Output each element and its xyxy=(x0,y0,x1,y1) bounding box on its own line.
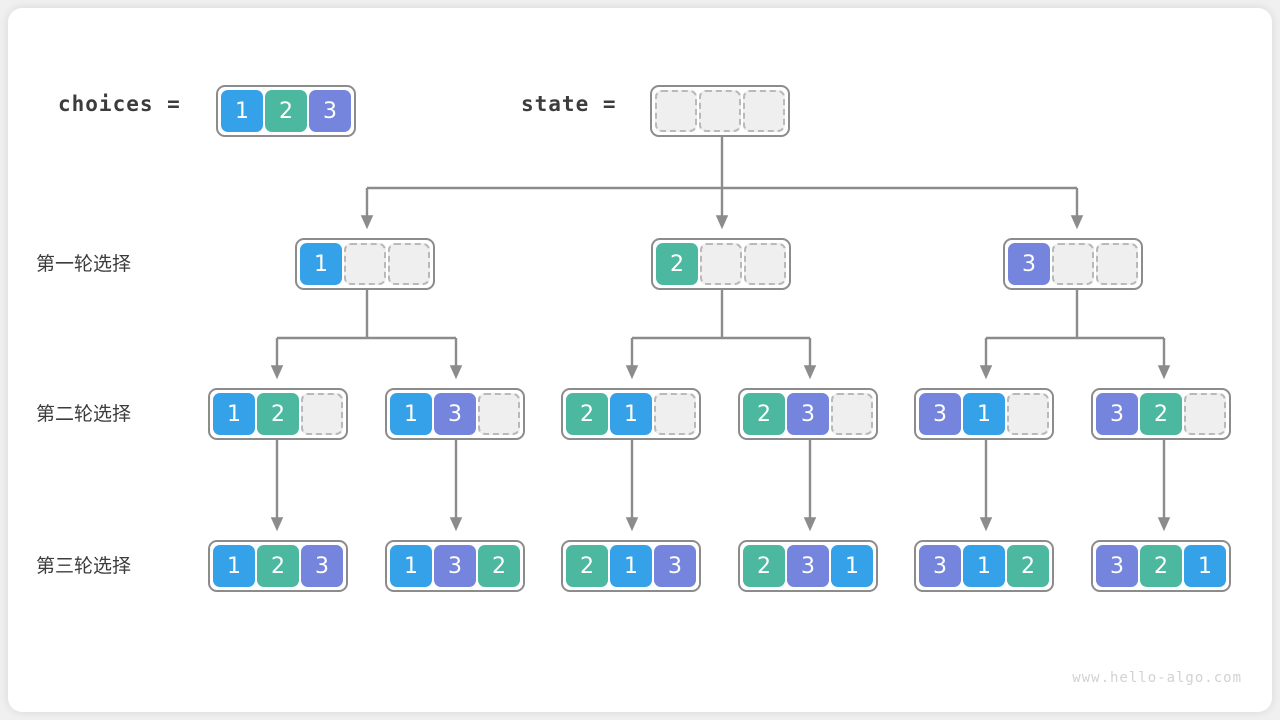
state-array xyxy=(650,85,790,137)
round-2-3-cell-3: 3 xyxy=(787,393,829,435)
round-3-0-cell-3: 3 xyxy=(301,545,343,587)
round-2-0-cell-1: 1 xyxy=(213,393,255,435)
choices-label: choices = xyxy=(58,92,181,116)
round-2-5-cell-2: 2 xyxy=(1140,393,1182,435)
round-2-4-cell-empty xyxy=(1007,393,1049,435)
watermark: www.hello-algo.com xyxy=(1072,670,1242,686)
round-1-0-cell-empty xyxy=(344,243,386,285)
choices-cell-1: 1 xyxy=(221,90,263,132)
round-3-1-cell-1: 1 xyxy=(390,545,432,587)
round-2-2-cell-1: 1 xyxy=(610,393,652,435)
round-1-1-cell-empty xyxy=(744,243,786,285)
round-2-0-cell-empty xyxy=(301,393,343,435)
round-3-4-cell-2: 2 xyxy=(1007,545,1049,587)
round-3-1-cell-3: 3 xyxy=(434,545,476,587)
round-3-5-cell-2: 2 xyxy=(1140,545,1182,587)
round-2-1-cell-1: 1 xyxy=(390,393,432,435)
round-1-node-2: 2 xyxy=(651,238,791,290)
round-3-3-cell-3: 3 xyxy=(787,545,829,587)
state-cell-empty xyxy=(743,90,785,132)
round-3-0-cell-1: 1 xyxy=(213,545,255,587)
round-2-2-cell-empty xyxy=(654,393,696,435)
round-3-4-cell-3: 3 xyxy=(919,545,961,587)
round-3-3-cell-2: 2 xyxy=(743,545,785,587)
round-1-0-cell-empty xyxy=(388,243,430,285)
round-2-3-cell-2: 2 xyxy=(743,393,785,435)
diagram-card xyxy=(8,8,1272,712)
round-2-3-cell-empty xyxy=(831,393,873,435)
round-3-2-cell-3: 3 xyxy=(654,545,696,587)
round-1-2-cell-empty xyxy=(1096,243,1138,285)
round-2-5-cell-empty xyxy=(1184,393,1226,435)
round-3-5-cell-1: 1 xyxy=(1184,545,1226,587)
row-label-round-1: 第一轮选择 xyxy=(36,253,132,275)
round-2-1-cell-3: 3 xyxy=(434,393,476,435)
round-1-1-cell-empty xyxy=(700,243,742,285)
state-cell-empty xyxy=(655,90,697,132)
round-2-0-cell-2: 2 xyxy=(257,393,299,435)
round-3-0-cell-2: 2 xyxy=(257,545,299,587)
round-2-4-cell-1: 1 xyxy=(963,393,1005,435)
round-3-4-cell-1: 1 xyxy=(963,545,1005,587)
round-1-2-cell-3: 3 xyxy=(1008,243,1050,285)
round-1-2-cell-empty xyxy=(1052,243,1094,285)
round-2-2-cell-2: 2 xyxy=(566,393,608,435)
round-3-3-cell-1: 1 xyxy=(831,545,873,587)
choices-cell-3: 3 xyxy=(309,90,351,132)
round-3-5-cell-3: 3 xyxy=(1096,545,1138,587)
round-1-node-1: 1 xyxy=(295,238,435,290)
round-1-0-cell-1: 1 xyxy=(300,243,342,285)
round-3-2-cell-2: 2 xyxy=(566,545,608,587)
round-1-1-cell-2: 2 xyxy=(656,243,698,285)
round-3-2-cell-1: 1 xyxy=(610,545,652,587)
row-label-round-2: 第二轮选择 xyxy=(36,403,132,425)
round-2-1-cell-empty xyxy=(478,393,520,435)
row-label-round-3: 第三轮选择 xyxy=(36,555,132,577)
state-label: state = xyxy=(521,92,617,116)
choices-cell-2: 2 xyxy=(265,90,307,132)
round-2-4-cell-3: 3 xyxy=(919,393,961,435)
round-2-5-cell-3: 3 xyxy=(1096,393,1138,435)
state-cell-empty xyxy=(699,90,741,132)
round-3-1-cell-2: 2 xyxy=(478,545,520,587)
round-1-node-3: 3 xyxy=(1003,238,1143,290)
